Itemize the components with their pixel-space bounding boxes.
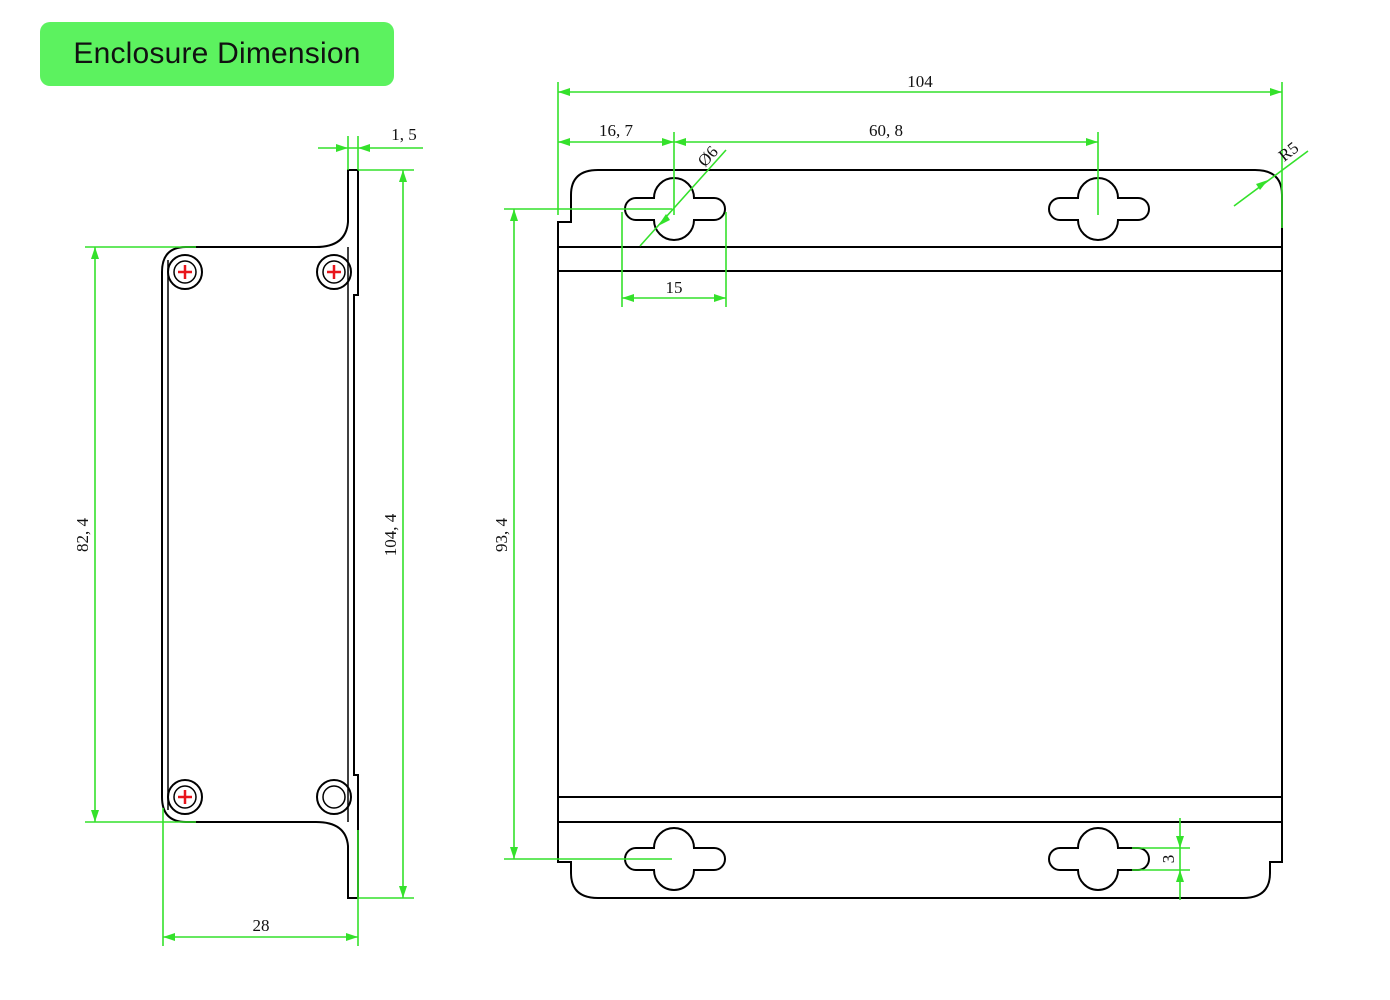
front-view [557,169,1283,899]
dim-side-total-height: 104, 4 [381,513,400,556]
side-dimensions [85,136,423,946]
dim-slot-width: 3 [1159,855,1178,864]
front-dimensions [504,82,1309,900]
dim-flange-thickness: 1, 5 [391,125,417,144]
side-screw-top-right [316,254,352,290]
title-badge: Enclosure Dimension [40,22,394,86]
dim-corner-radius: R5 [1275,138,1302,165]
dim-side-depth: 28 [253,916,270,935]
side-body-outline [161,169,359,899]
side-screw-top-left [167,254,203,290]
keyhole-bottom-left [624,827,726,891]
dim-hole-diameter: Ø6 [694,142,722,170]
side-screw-bottom-right [316,779,352,815]
dim-side-body-height: 82, 4 [73,518,92,553]
side-screw-bottom-left [167,779,203,815]
keyhole-bottom-right [1048,827,1150,891]
keyhole-top-right [1048,177,1150,241]
dim-hole-vertical-spacing: 93, 4 [492,518,511,553]
keyhole-top-left [624,177,726,241]
dim-hole-spacing: 60, 8 [869,121,903,140]
side-view [161,169,359,899]
side-arrows [91,144,407,941]
dim-front-width: 104 [907,72,933,91]
front-outline [557,169,1283,899]
front-arrows [510,88,1282,882]
dim-slot-length: 15 [666,278,683,297]
page-title: Enclosure Dimension [73,37,361,70]
keyhole-slots [624,177,1150,891]
dim-hole-offset: 16, 7 [599,121,634,140]
